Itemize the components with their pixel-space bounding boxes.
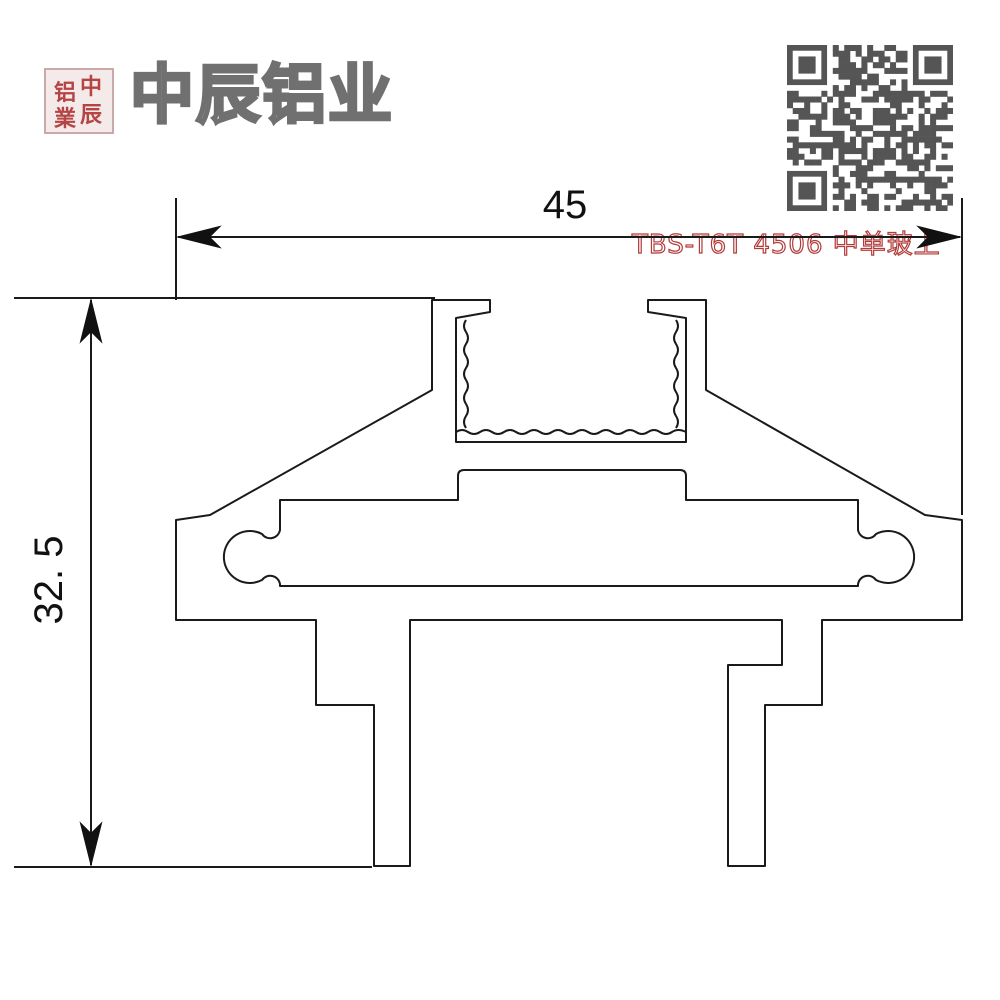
- height-dimension-label: 32. 5: [27, 536, 71, 625]
- inner-chamber: [222, 469, 916, 587]
- stamp-char-1: 中: [80, 74, 103, 100]
- stamp-char-2: 铝: [54, 80, 77, 106]
- stamp-char-3: 辰: [80, 102, 103, 128]
- profile-outline: [175, 299, 963, 867]
- slot-serration-right: [673, 319, 679, 429]
- slot-serration-left: [463, 319, 469, 429]
- qr-code-icon: [787, 45, 953, 211]
- width-dimension-label: 45: [543, 183, 588, 227]
- brand-name: 中辰铝业: [129, 59, 394, 133]
- stamp-char-4: 業: [54, 106, 77, 132]
- slot-serration: [455, 429, 687, 435]
- logo-stamp: 中 铝 辰 業: [44, 68, 114, 134]
